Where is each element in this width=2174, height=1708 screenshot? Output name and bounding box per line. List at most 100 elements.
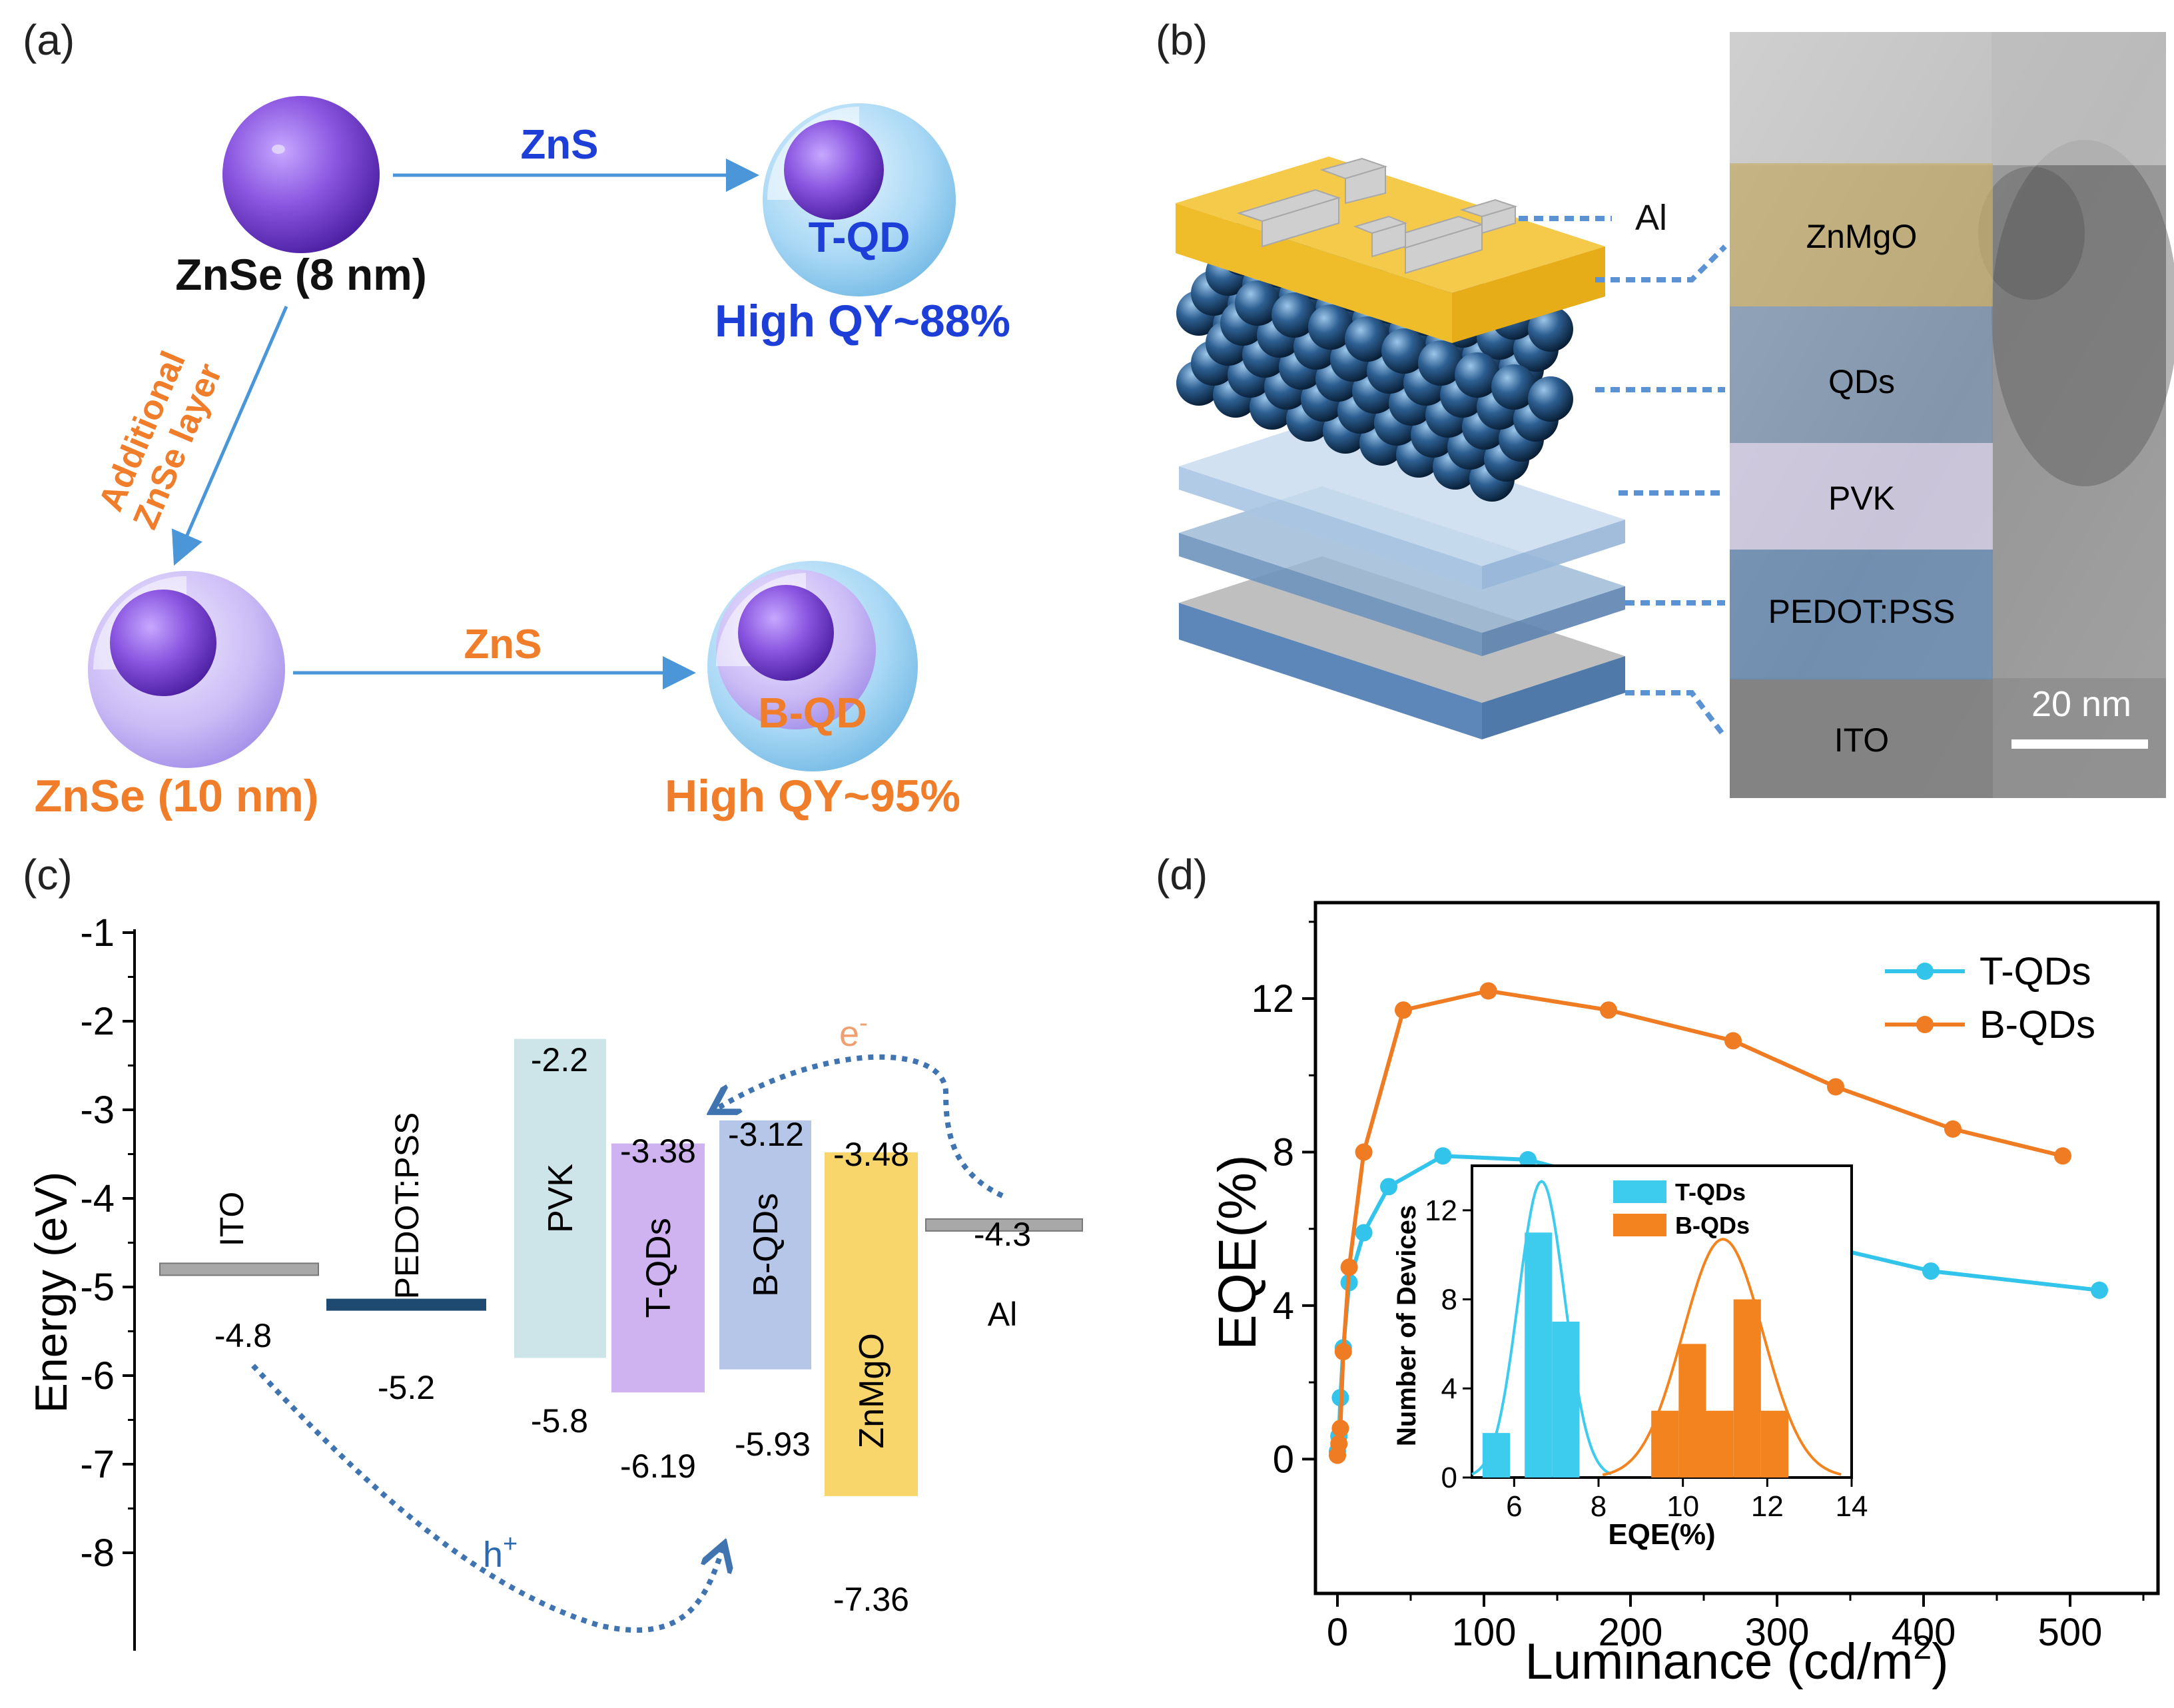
y-tick-label: 12 xyxy=(1251,977,1294,1021)
znse-8nm-label: ZnSe (8 nm) xyxy=(175,250,427,299)
scale-bar-label: 20 nm xyxy=(2031,684,2131,724)
band-top-value: -3.48 xyxy=(833,1136,909,1173)
data-point xyxy=(1922,1262,1940,1280)
qy-t-label: High QY~88% xyxy=(715,296,1010,346)
tem-label-pedot: PEDOT:PSS xyxy=(1768,593,1956,630)
scale-bar xyxy=(2011,739,2148,749)
band-name: T-QDs xyxy=(639,1218,678,1318)
y-tick-label: 8 xyxy=(1273,1130,1294,1174)
ito-level xyxy=(159,1262,319,1276)
hole-label: h+ xyxy=(483,1530,518,1575)
inset-bar xyxy=(1552,1322,1580,1478)
x-tick-label: 400 xyxy=(1892,1611,1956,1654)
qy-b-label: High QY~95% xyxy=(665,771,960,821)
data-point xyxy=(1395,1001,1412,1019)
band-bottom-value: -7.36 xyxy=(833,1581,909,1618)
al-value: -4.3 xyxy=(974,1216,1031,1253)
data-point xyxy=(1355,1224,1373,1242)
inset-bar xyxy=(1733,1299,1761,1478)
band-znmgo xyxy=(825,1152,918,1496)
x-tick-label: 0 xyxy=(1327,1611,1348,1654)
y-tick-label: -2 xyxy=(80,1000,115,1043)
panel-label-c: (c) xyxy=(23,851,73,899)
y-tick-label: -3 xyxy=(80,1088,115,1132)
tem-band-pedot xyxy=(1730,550,1993,679)
device-stack xyxy=(1176,157,1625,739)
x-tick-label: 300 xyxy=(1745,1611,1810,1654)
data-point xyxy=(1380,1178,1397,1196)
data-point xyxy=(1519,1150,1537,1168)
inset-bar xyxy=(1482,1433,1510,1478)
inset-legend-label: B-QDs xyxy=(1675,1212,1750,1239)
qd-ball xyxy=(1235,280,1280,326)
y-tick-label: -4 xyxy=(80,1177,115,1220)
band-name: PVK xyxy=(542,1164,580,1233)
inset-x-tick-label: 8 xyxy=(1591,1490,1607,1523)
qd-ball xyxy=(1528,306,1573,352)
inset-bar xyxy=(1678,1344,1706,1478)
electron-label: e- xyxy=(839,1009,868,1054)
inset-legend-swatch xyxy=(1613,1214,1666,1236)
inset-fit-curve xyxy=(1471,1180,1612,1476)
b-qd-label: B-QD xyxy=(758,689,867,737)
panel-label-d: (d) xyxy=(1156,851,1208,899)
data-point xyxy=(1827,1078,1844,1096)
inset-legend-label: T-QDs xyxy=(1675,1178,1746,1206)
panel-label-a: (a) xyxy=(23,16,75,64)
panel-b: (b) xyxy=(1156,16,2174,798)
band-pvk xyxy=(514,1039,606,1358)
inset-bar xyxy=(1525,1232,1553,1478)
tem-band-pvk xyxy=(1730,443,1993,550)
inset-bar xyxy=(1706,1410,1734,1478)
inset-bar xyxy=(1760,1410,1788,1478)
qd-ball xyxy=(1528,376,1573,422)
y-tick-label: -8 xyxy=(80,1531,115,1575)
qd-ball xyxy=(1271,292,1317,338)
data-point xyxy=(2054,1147,2071,1165)
band-top-value: -3.12 xyxy=(728,1116,804,1153)
inset-y-tick-label: 12 xyxy=(1425,1194,1457,1227)
data-point xyxy=(1330,1435,1348,1453)
znse-10nm-particle xyxy=(88,571,285,768)
tem-label-qds: QDs xyxy=(1828,363,1895,400)
tem-band-qds xyxy=(1730,306,1993,443)
tem-band-znmgo xyxy=(1730,163,1993,306)
zns-label-top: ZnS xyxy=(520,122,598,168)
ito-value: -4.8 xyxy=(214,1317,272,1354)
legend-marker xyxy=(1916,963,1934,980)
inset-x-tick-label: 6 xyxy=(1506,1490,1522,1523)
band-b-qds xyxy=(719,1120,811,1370)
band-name: B-QDs xyxy=(747,1193,785,1297)
qd-ball xyxy=(1308,304,1353,350)
y-tick-label: -1 xyxy=(80,911,115,955)
legend-label: B-QDs xyxy=(1980,1003,2095,1047)
electron-path xyxy=(716,1054,1004,1198)
y-tick-label: -7 xyxy=(80,1443,115,1486)
data-point xyxy=(1334,1343,1352,1361)
layer-connectors xyxy=(1595,244,1727,735)
al-label: Al xyxy=(1635,198,1667,238)
tem-label-znmgo: ZnMgO xyxy=(1806,218,1918,255)
inset-y-tick-label: 8 xyxy=(1441,1284,1457,1316)
inset-y-tick-label: 4 xyxy=(1441,1372,1457,1405)
pedot-level xyxy=(326,1298,486,1311)
pedot-name: PEDOT:PSS xyxy=(388,1112,426,1300)
y-tick-label: -6 xyxy=(80,1354,115,1398)
data-point xyxy=(1355,1143,1373,1161)
band-name: ZnMgO xyxy=(853,1333,891,1448)
band-top-value: -3.38 xyxy=(620,1132,696,1170)
inset-x-label: EQE(%) xyxy=(1608,1518,1715,1551)
qd-ball xyxy=(1381,328,1427,374)
hole-path xyxy=(251,1364,723,1633)
znse-10nm-label: ZnSe (10 nm) xyxy=(35,771,319,821)
x-axis-label: Luminance (cd/m2) xyxy=(1525,1629,1948,1690)
al-name: Al xyxy=(988,1296,1017,1333)
y-tick-label: 0 xyxy=(1273,1438,1294,1481)
legend-label: T-QDs xyxy=(1980,950,2091,993)
band-t-qds xyxy=(611,1143,705,1393)
x-tick-label: 200 xyxy=(1599,1611,1663,1654)
